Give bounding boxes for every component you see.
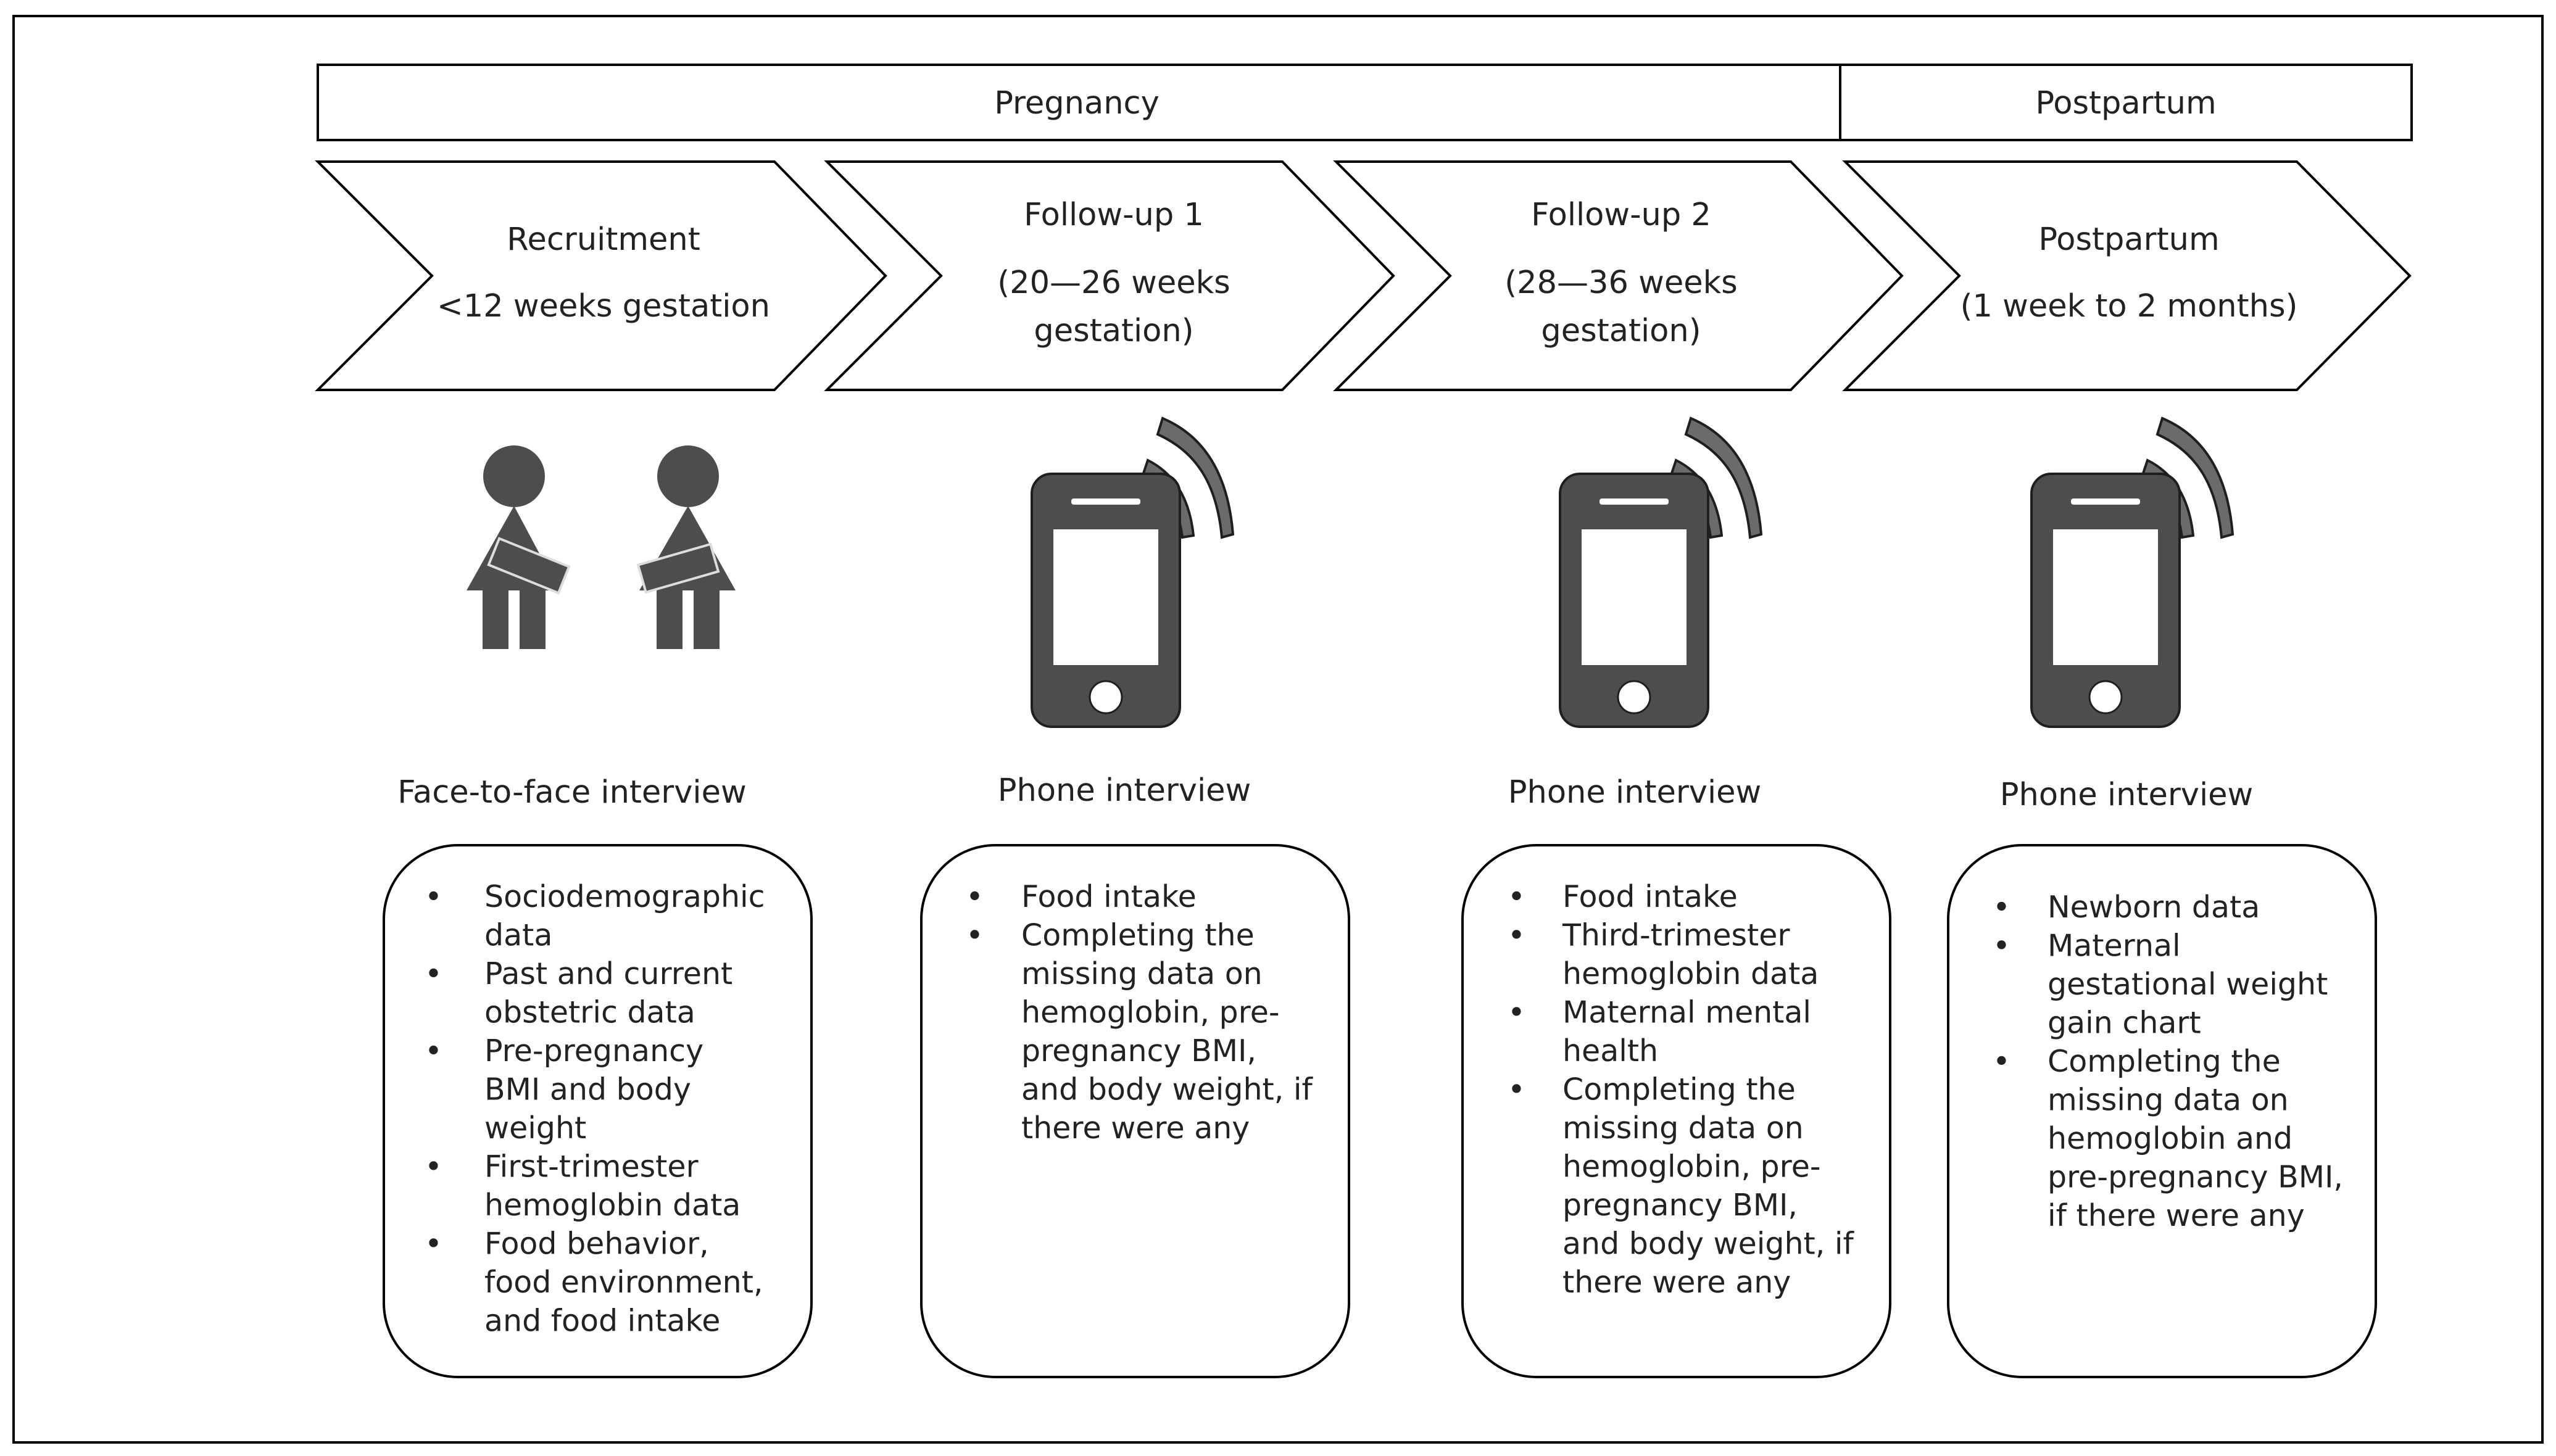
bullet-marker: •	[1508, 1072, 1525, 1107]
list-item-line: hemoglobin data	[1562, 956, 1819, 991]
stage-arrow-follow-up-1	[824, 160, 1395, 391]
interview-mode-follow-up-1: Phone interview	[998, 772, 1251, 809]
list-item-line: Sociodemographic	[484, 879, 765, 914]
bullet-marker: •	[1508, 995, 1525, 1030]
list-item-line: there were any	[1021, 1111, 1250, 1146]
bullet-marker: •	[1993, 1044, 2010, 1079]
list-item-line: missing data on	[1562, 1111, 1804, 1146]
bullet-marker: •	[966, 879, 984, 914]
bullet-marker: •	[425, 1149, 442, 1185]
list-item-line: Food intake	[1021, 879, 1197, 914]
list-item-line: Maternal mental	[1562, 995, 1811, 1030]
list-item-line: pregnancy BMI,	[1021, 1033, 1256, 1069]
list-item-line: weight	[484, 1111, 586, 1146]
pregnancy-header-label: Pregnancy	[994, 85, 1160, 122]
list-item-line: First-trimester	[484, 1149, 699, 1185]
list-item-line: Newborn data	[2048, 890, 2260, 925]
outer-frame	[12, 15, 2544, 1444]
list-item-line: Completing the	[2048, 1044, 2281, 1079]
bullet-marker: •	[1508, 879, 1525, 914]
list-item-line: and body weight, if	[1021, 1072, 1313, 1107]
data-box-recruitment	[383, 844, 813, 1378]
list-item-line: obstetric data	[484, 995, 695, 1030]
mobile-phone-icon	[2030, 417, 2234, 728]
data-list-recruitment: • Sociodemographic data • Past and current ob…	[425, 879, 765, 1339]
list-item-line: hemoglobin and	[2048, 1121, 2293, 1156]
list-item-line: Completing the	[1562, 1072, 1796, 1107]
list-item-line: hemoglobin, pre-	[1562, 1149, 1821, 1185]
stage-arrow-follow-up-2	[1333, 160, 1904, 391]
interview-mode-postpartum: Phone interview	[2000, 777, 2253, 813]
postpartum-header-box	[1839, 64, 2413, 141]
stage-detail-follow-up-2-line2: gestation)	[1541, 313, 1701, 349]
list-item-line: Past and current	[484, 956, 732, 991]
mobile-phone-icon	[1559, 417, 1762, 728]
list-item-line: Food behavior,	[484, 1226, 709, 1262]
stage-title-postpartum: Postpartum	[2038, 221, 2219, 258]
stage-detail-follow-up-1-line1: (20—26 weeks	[997, 265, 1230, 301]
list-item-line: Food intake	[1562, 879, 1738, 914]
bullet-marker: •	[425, 1226, 442, 1262]
list-item-line: Maternal	[2048, 929, 2181, 964]
bullet-marker: •	[1993, 929, 2010, 964]
bullet-marker: •	[425, 879, 442, 914]
data-box-follow-up-1	[920, 844, 1350, 1378]
list-item-line: gain chart	[2048, 1006, 2201, 1041]
stage-detail-follow-up-1-line2: gestation)	[1034, 313, 1193, 349]
list-item-line: and food intake	[484, 1304, 720, 1339]
stage-title-follow-up-1: Follow-up 1	[1024, 197, 1204, 233]
pregnancy-header-box	[317, 64, 1841, 141]
interview-mode-follow-up-2: Phone interview	[1508, 774, 1761, 811]
stage-detail-postpartum: (1 week to 2 months)	[1961, 288, 2298, 325]
list-item-line: health	[1562, 1033, 1658, 1069]
stage-title-follow-up-2: Follow-up 2	[1531, 197, 1711, 233]
list-item-line: if there were any	[2048, 1198, 2305, 1233]
stage-detail-follow-up-2-line1: (28—36 weeks	[1504, 265, 1737, 301]
stage-title-recruitment: Recruitment	[507, 221, 700, 258]
interview-mode-recruitment: Face-to-face interview	[397, 774, 746, 811]
list-item-line: and body weight, if	[1562, 1226, 1854, 1262]
list-item-line: Third-trimester	[1562, 918, 1790, 953]
list-item-line: Completing the	[1021, 918, 1255, 953]
data-box-postpartum	[1947, 844, 2377, 1378]
list-item-line: hemoglobin data	[484, 1188, 741, 1223]
bullet-marker: •	[966, 918, 984, 953]
bullet-marker: •	[1993, 890, 2010, 925]
list-item-line: gestational weight	[2048, 967, 2328, 1002]
mobile-phone-icon	[1031, 417, 1234, 728]
data-box-follow-up-2	[1461, 844, 1891, 1378]
bullet-marker: •	[1508, 918, 1525, 953]
list-item-line: pregnancy BMI,	[1562, 1188, 1798, 1223]
list-item-line: food environment,	[484, 1265, 763, 1300]
list-item-line: Pre-pregnancy	[484, 1033, 703, 1069]
list-item-line: data	[484, 918, 552, 953]
stage-arrow-recruitment	[315, 160, 887, 391]
stage-arrow-postpartum	[1842, 160, 2412, 391]
list-item-line: there were any	[1562, 1265, 1791, 1300]
pregnant-women-icon	[467, 445, 736, 649]
stage-detail-recruitment: <12 weeks gestation	[437, 288, 770, 325]
list-item-line: missing data on	[1021, 956, 1263, 991]
list-item-line: BMI and body	[484, 1072, 691, 1107]
list-item-line: missing data on	[2048, 1083, 2289, 1118]
list-item-line: hemoglobin, pre-	[1021, 995, 1280, 1030]
stage-arrows	[315, 160, 2412, 391]
postpartum-header-label: Postpartum	[2035, 85, 2216, 122]
list-item-line: pre-pregnancy BMI,	[2048, 1160, 2343, 1195]
bullet-marker: •	[425, 956, 442, 991]
bullet-marker: •	[425, 1033, 442, 1069]
